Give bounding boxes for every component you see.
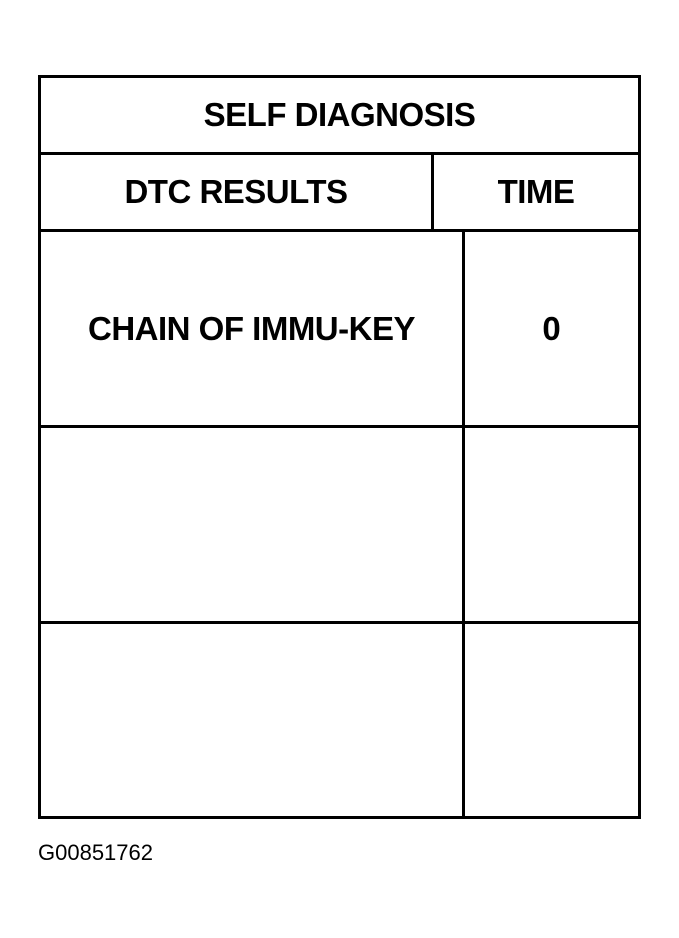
table-row[interactable] xyxy=(41,624,638,816)
dtc-result-cell xyxy=(41,624,465,816)
table-row[interactable]: CHAIN OF IMMU-KEY 0 xyxy=(41,232,638,428)
dtc-result-cell: CHAIN OF IMMU-KEY xyxy=(41,232,465,425)
table-header: DTC RESULTS TIME xyxy=(41,155,638,232)
column-header-time: TIME xyxy=(497,173,575,210)
time-cell xyxy=(465,624,638,816)
figure-id-label: G00851762 xyxy=(38,840,153,865)
column-header-dtc-results: DTC RESULTS xyxy=(41,155,434,229)
time-cell: 0 xyxy=(542,309,561,347)
screen-title: SELF DIAGNOSIS xyxy=(41,78,638,155)
table-row[interactable] xyxy=(41,428,638,624)
scan-tool-screen: SELF DIAGNOSIS DTC RESULTS TIME CHAIN OF… xyxy=(38,75,641,819)
dtc-result-cell xyxy=(41,428,465,621)
time-cell xyxy=(465,428,638,621)
